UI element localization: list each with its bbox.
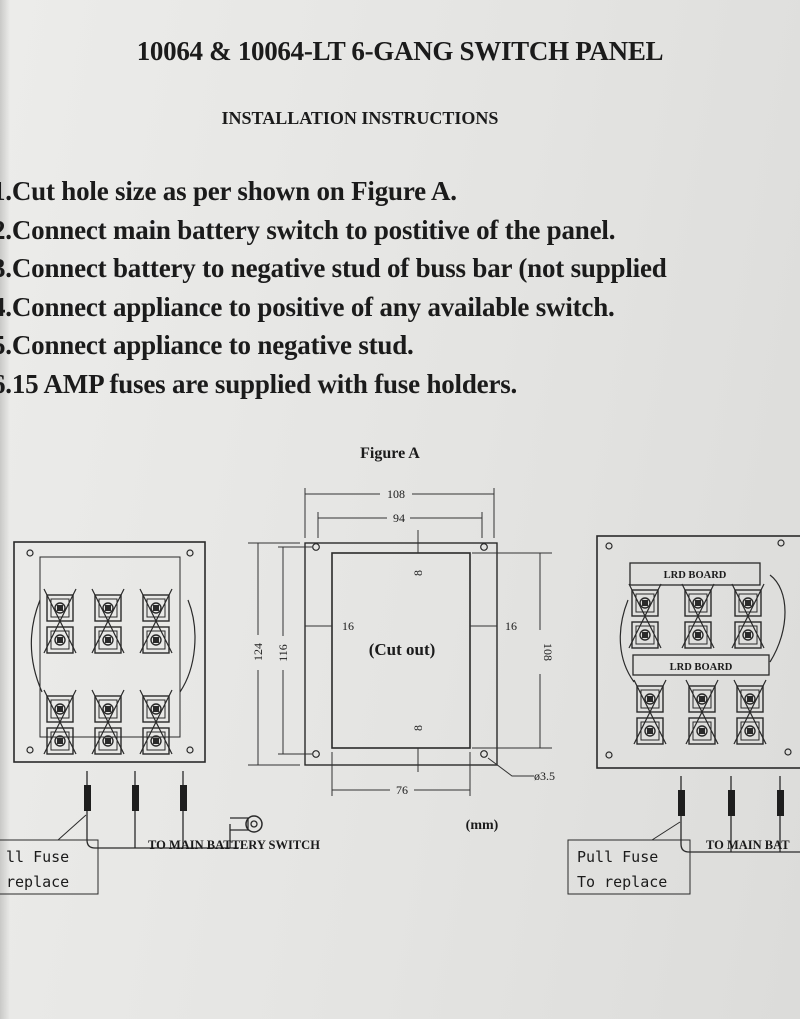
- dim-hole-spacing-height: 116: [276, 644, 290, 662]
- figure-caption: Figure A: [360, 445, 420, 462]
- right-panel-drawing: [567, 535, 800, 895]
- dim-margin-right: 16: [505, 619, 517, 633]
- step-4: 4.Connect appliance to positive of any a…: [0, 291, 615, 322]
- figure-a-diagram: ll Fuse replace TO MAIN BATTERY SWITCH F…: [0, 445, 800, 895]
- left-callout-line-2: replace: [6, 873, 69, 891]
- step-6: 6.15 AMP fuses are supplied with fuse ho…: [0, 368, 518, 399]
- document-title: 10064 & 10064-LT 6-GANG SWITCH PANEL: [136, 36, 664, 66]
- dim-outer-height: 124: [251, 643, 265, 661]
- dim-cutout-width: 76: [396, 783, 408, 797]
- cutout-label: (Cut out): [369, 640, 436, 659]
- dim-hole-spacing-width: 94: [393, 511, 405, 525]
- dim-margin-top: 8: [411, 570, 425, 576]
- left-callout-line-1: ll Fuse: [6, 848, 69, 866]
- dim-outer-width: 108: [387, 487, 405, 501]
- step-3: 3.Connect battery to negative stud of bu…: [0, 253, 667, 283]
- left-battery-label: TO MAIN BATTERY SWITCH: [148, 838, 320, 852]
- document-subtitle: INSTALLATION INSTRUCTIONS: [221, 108, 499, 128]
- right-battery-label: TO MAIN BAT: [706, 838, 790, 852]
- step-5: 5.Connect appliance to negative stud.: [0, 330, 414, 360]
- right-callout-line-2: To replace: [577, 873, 667, 891]
- dim-cutout-height: 108: [541, 643, 555, 661]
- dim-hole-diameter: ø3.5: [534, 769, 555, 783]
- dim-margin-left: 16: [342, 619, 354, 633]
- right-callout-line-1: Pull Fuse: [577, 848, 658, 866]
- left-panel-drawing: [0, 541, 263, 895]
- step-2: 2.Connect main battery switch to postiti…: [0, 214, 616, 245]
- installation-steps: 1.Cut hole size as per shown on Figure A…: [0, 172, 667, 403]
- right-board-label-mid: LRD BOARD: [670, 662, 733, 673]
- dim-margin-bottom: 8: [411, 725, 425, 731]
- step-1: 1.Cut hole size as per shown on Figure A…: [0, 176, 457, 206]
- page-edge-shadow: [0, 0, 10, 1019]
- right-board-label-top: LRD BOARD: [664, 570, 727, 581]
- unit-label: (mm): [466, 818, 499, 833]
- cutout-drawing: [248, 488, 552, 796]
